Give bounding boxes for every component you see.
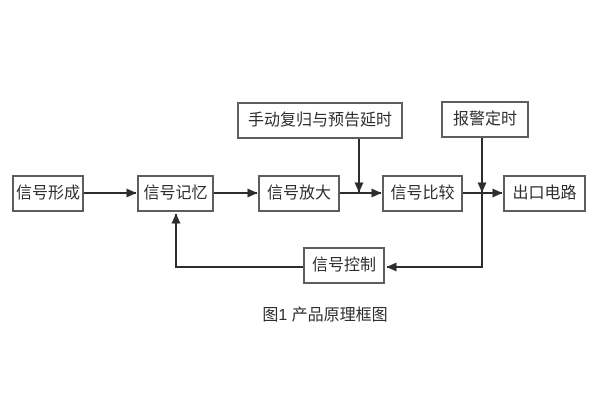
node-signal-compare: 信号比较: [382, 175, 463, 212]
arrow-control-to-memory: [171, 213, 303, 268]
node-manual-reset-delay: 手动复归与预告延时: [237, 102, 403, 139]
node-signal-memory: 信号记忆: [137, 175, 214, 212]
node-signal-formation: 信号形成: [12, 175, 84, 212]
node-signal-amplify: 信号放大: [258, 175, 340, 212]
node-signal-control: 信号控制: [303, 247, 385, 284]
node-output-circuit: 出口电路: [503, 175, 586, 212]
node-alarm-timing: 报警定时: [441, 101, 529, 138]
arrow-junction-to-control: [386, 193, 483, 272]
figure-caption: 图1 产品原理框图: [262, 307, 388, 324]
